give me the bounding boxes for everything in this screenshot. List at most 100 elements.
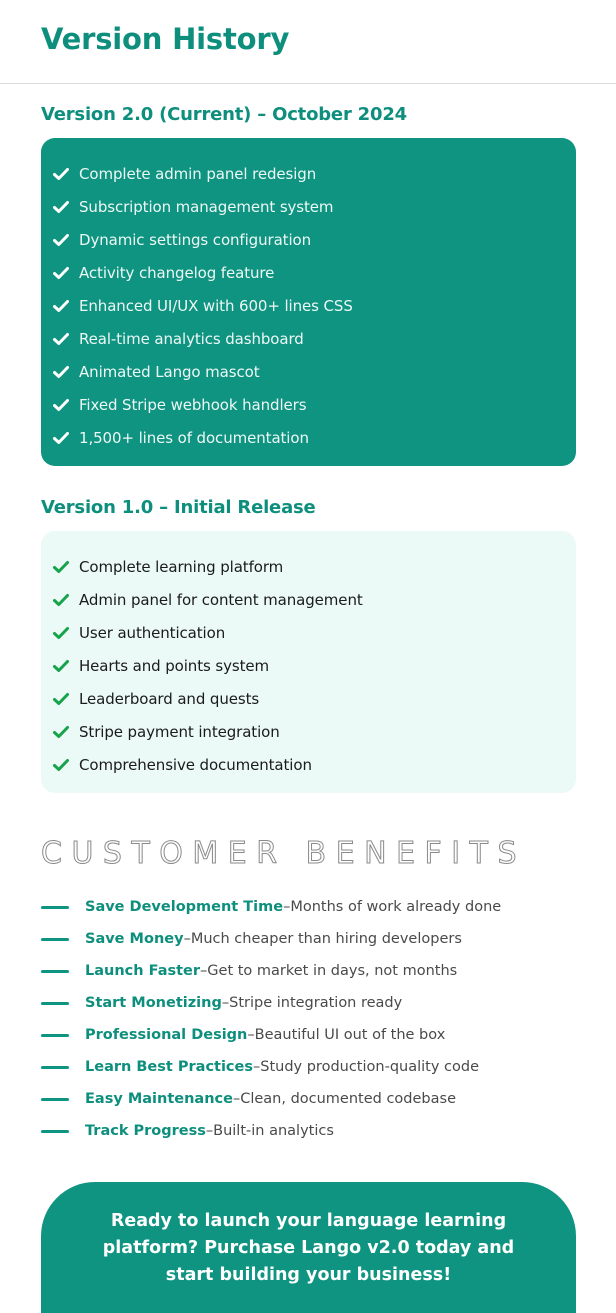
check-icon — [53, 233, 69, 246]
benefit-item: Easy Maintenance – Clean, documented cod… — [41, 1083, 501, 1115]
benefit-title: Learn Best Practices — [85, 1059, 253, 1075]
check-icon — [53, 398, 69, 411]
version-1-feature-list: Complete learning platform Admin panel f… — [41, 531, 576, 781]
benefit-item: Track Progress – Built-in analytics — [41, 1115, 501, 1147]
feature-item: Comprehensive documentation — [41, 748, 576, 781]
check-icon — [53, 266, 69, 279]
check-icon — [53, 692, 69, 705]
feature-item: User authentication — [41, 616, 576, 649]
feature-label: Complete learning platform — [79, 557, 284, 576]
version-2-feature-list: Complete admin panel redesign Subscripti… — [41, 138, 576, 454]
feature-label: Enhanced UI/UX with 600+ lines CSS — [79, 296, 353, 315]
page-title: Version History — [41, 22, 290, 56]
benefit-desc: Beautiful UI out of the box — [254, 1027, 446, 1043]
benefit-item: Start Monetizing – Stripe integration re… — [41, 987, 501, 1019]
feature-item: Hearts and points system — [41, 649, 576, 682]
benefit-title: Professional Design — [85, 1027, 248, 1043]
check-icon — [53, 626, 69, 639]
page-header: Version History — [0, 0, 616, 84]
feature-item: Real-time analytics dashboard — [41, 322, 576, 355]
benefit-separator: – — [221, 995, 230, 1011]
check-icon — [53, 332, 69, 345]
benefit-title: Track Progress — [85, 1123, 206, 1139]
benefit-separator: – — [205, 1123, 214, 1139]
benefit-title: Save Money — [85, 931, 184, 947]
benefit-title: Save Development Time — [85, 899, 284, 915]
benefit-title: Launch Faster — [85, 963, 201, 979]
check-icon — [53, 593, 69, 606]
feature-label: Dynamic settings configuration — [79, 230, 312, 249]
feature-item: Dynamic settings configuration — [41, 223, 576, 256]
check-icon — [53, 431, 69, 444]
feature-label: Real-time analytics dashboard — [79, 329, 304, 348]
benefit-desc: Months of work already done — [290, 899, 502, 915]
feature-label: Stripe payment integration — [79, 722, 280, 741]
check-icon — [53, 560, 69, 573]
benefit-desc: Stripe integration ready — [229, 995, 403, 1011]
benefit-desc: Much cheaper than hiring developers — [190, 931, 462, 947]
feature-label: User authentication — [79, 623, 226, 642]
benefit-desc: Built-in analytics — [213, 1123, 334, 1139]
benefit-item: Professional Design – Beautiful UI out o… — [41, 1019, 501, 1051]
benefit-separator: – — [253, 1059, 261, 1075]
benefit-item: Launch Faster – Get to market in days, n… — [41, 955, 501, 987]
benefit-item: Save Money – Much cheaper than hiring de… — [41, 923, 501, 955]
feature-item: Admin panel for content management — [41, 583, 576, 616]
feature-label: Hearts and points system — [79, 656, 269, 675]
feature-item: Subscription management system — [41, 190, 576, 223]
check-icon — [53, 167, 69, 180]
feature-label: Leaderboard and quests — [79, 689, 260, 708]
benefit-desc: Study production-quality code — [260, 1059, 479, 1075]
feature-item: Leaderboard and quests — [41, 682, 576, 715]
feature-item: Stripe payment integration — [41, 715, 576, 748]
feature-label: Animated Lango mascot — [79, 362, 260, 381]
benefit-separator: – — [200, 963, 208, 979]
dash-icon — [41, 1129, 69, 1133]
benefit-item: Learn Best Practices – Study production-… — [41, 1051, 501, 1083]
benefits-title: CUSTOMER BENEFITS — [40, 836, 527, 872]
benefit-title: Easy Maintenance — [85, 1091, 233, 1107]
benefit-title: Start Monetizing — [85, 995, 222, 1011]
feature-item: Complete learning platform — [41, 550, 576, 583]
benefit-desc: Get to market in days, not months — [207, 963, 458, 979]
feature-label: Fixed Stripe webhook handlers — [79, 395, 307, 414]
check-icon — [53, 725, 69, 738]
benefit-desc: Clean, documented codebase — [240, 1091, 456, 1107]
dash-icon — [41, 1001, 69, 1005]
feature-label: Admin panel for content management — [79, 590, 363, 609]
check-icon — [53, 200, 69, 213]
benefit-separator: – — [183, 931, 191, 947]
version-1-heading: Version 1.0 – Initial Release — [41, 497, 316, 518]
check-icon — [53, 365, 69, 378]
cta-text: Ready to launch your language learning p… — [102, 1211, 515, 1285]
check-icon — [53, 299, 69, 312]
version-2-card: Complete admin panel redesign Subscripti… — [41, 138, 576, 466]
benefit-separator: – — [247, 1027, 255, 1043]
dash-icon — [41, 1097, 69, 1101]
benefit-separator: – — [232, 1091, 241, 1107]
feature-item: Fixed Stripe webhook handlers — [41, 388, 576, 421]
version-1-card: Complete learning platform Admin panel f… — [41, 531, 576, 793]
dash-icon — [41, 969, 69, 973]
benefit-item: Save Development Time – Months of work a… — [41, 891, 501, 923]
dash-icon — [41, 1065, 69, 1069]
feature-item: Activity changelog feature — [41, 256, 576, 289]
dash-icon — [41, 937, 69, 941]
cta-banner: Ready to launch your language learning p… — [41, 1182, 576, 1313]
benefit-separator: – — [283, 899, 291, 915]
dash-icon — [41, 905, 69, 909]
feature-item: 1,500+ lines of documentation — [41, 421, 576, 454]
feature-item: Complete admin panel redesign — [41, 157, 576, 190]
check-icon — [53, 758, 69, 771]
feature-label: Subscription management system — [79, 197, 334, 216]
feature-label: Comprehensive documentation — [79, 755, 312, 774]
feature-item: Animated Lango mascot — [41, 355, 576, 388]
feature-label: Activity changelog feature — [79, 263, 275, 282]
dash-icon — [41, 1033, 69, 1037]
check-icon — [53, 659, 69, 672]
feature-item: Enhanced UI/UX with 600+ lines CSS — [41, 289, 576, 322]
benefit-list: Save Development Time – Months of work a… — [41, 891, 501, 1147]
feature-label: 1,500+ lines of documentation — [79, 428, 309, 447]
version-2-heading: Version 2.0 (Current) – October 2024 — [41, 104, 407, 125]
feature-label: Complete admin panel redesign — [79, 164, 317, 183]
